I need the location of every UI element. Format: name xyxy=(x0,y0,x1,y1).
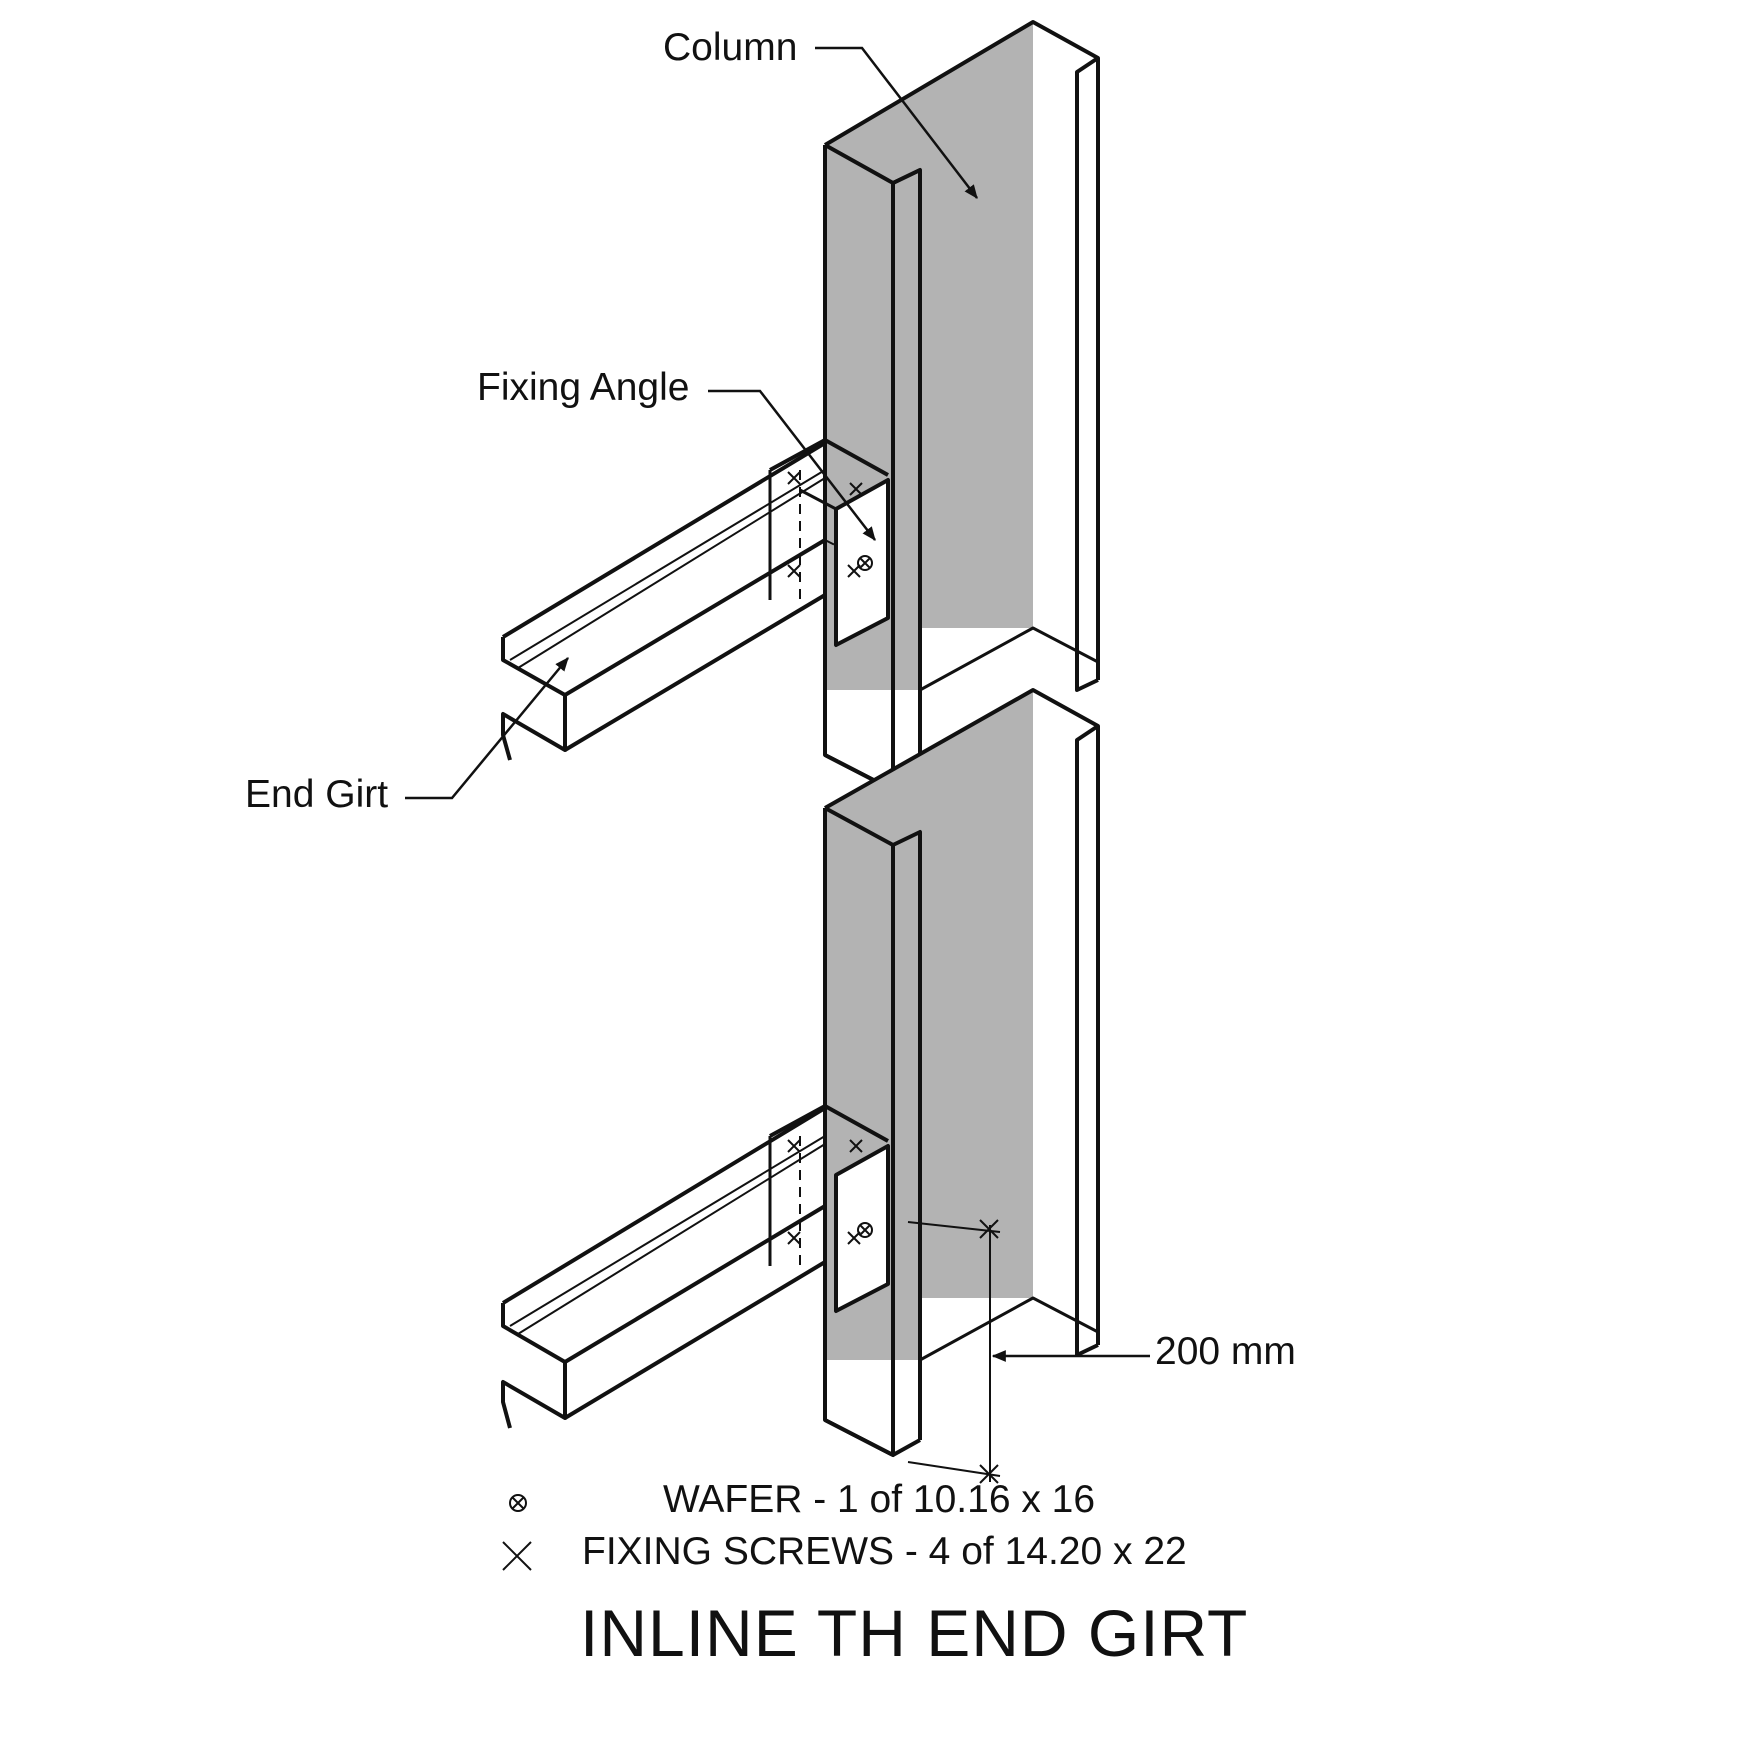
fixing-screw-icon xyxy=(787,1231,801,1245)
column-leader xyxy=(815,46,978,199)
lower-fixing-screws xyxy=(787,1139,873,1245)
lower-fixing-angle xyxy=(768,1104,890,1313)
fixing-screw-icon xyxy=(849,482,863,496)
fixing-screw-symbol-icon xyxy=(502,1541,532,1571)
lower-column-segment xyxy=(823,688,1100,1457)
dimension-extension-top xyxy=(907,1221,1001,1233)
leader-lines xyxy=(405,46,1150,1484)
fixing-screw-icon xyxy=(787,564,801,578)
wafer-icon xyxy=(857,555,873,571)
fixing-angle-label: Fixing Angle xyxy=(477,366,690,409)
upper-fixing-angle xyxy=(768,438,890,647)
dimension-tick-top xyxy=(979,1219,999,1239)
dimension-tick-bottom xyxy=(979,1464,999,1484)
wafer-icon xyxy=(857,1222,873,1238)
fixing-screw-icon xyxy=(787,1139,801,1153)
end-girt-leader xyxy=(405,657,569,800)
fixing-screw-icon xyxy=(849,1139,863,1153)
fixing-angle-leader xyxy=(708,389,876,541)
legend-wafer-text: WAFER - 1 of 10.16 x 16 xyxy=(663,1478,1096,1521)
dimension-extension-bottom xyxy=(907,1461,1001,1477)
upper-fixing-screws xyxy=(787,471,873,578)
fixing-screw-icon xyxy=(787,471,801,485)
fixing-screw-icon xyxy=(847,564,861,578)
upper-end-girt xyxy=(501,441,846,761)
upper-column-segment xyxy=(823,20,1100,792)
legend-screws-text: FIXING SCREWS - 4 of 14.20 x 22 xyxy=(582,1530,1187,1573)
drawing-title: INLINE TH END GIRT xyxy=(580,1596,1249,1670)
dimension-label: 200 mm xyxy=(1155,1330,1296,1373)
wafer-symbol-icon xyxy=(509,1494,527,1512)
fixing-screw-icon xyxy=(847,1231,861,1245)
lower-end-girt xyxy=(501,1106,827,1429)
end-girt-label: End Girt xyxy=(245,773,389,816)
legend-symbols xyxy=(502,1494,532,1571)
column-label: Column xyxy=(663,26,798,69)
